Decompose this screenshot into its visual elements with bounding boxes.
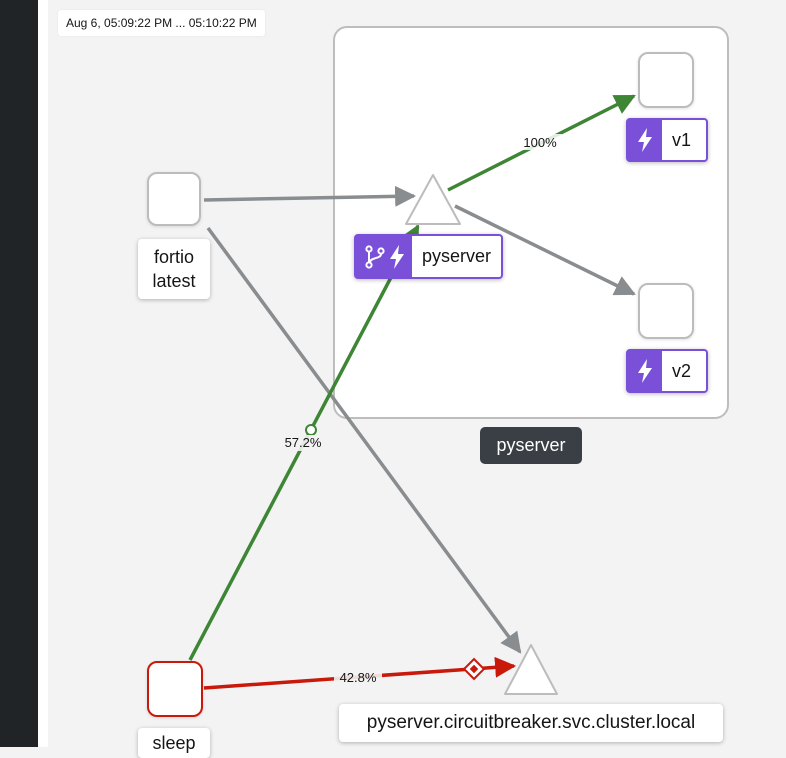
workload-entry-icon xyxy=(390,244,404,269)
pyserver-box-label: pyserver xyxy=(480,427,582,464)
fortio-app-name: fortio xyxy=(153,247,195,267)
edge-label-sleep-pyserver: 57.2% xyxy=(285,435,322,450)
fortio-label: fortio latest xyxy=(138,239,210,299)
v1-label: v1 xyxy=(626,118,708,162)
fortio-version: latest xyxy=(152,271,196,291)
v1-badge xyxy=(628,120,662,160)
v1-node[interactable] xyxy=(638,52,694,108)
virtual-service-icon xyxy=(365,244,385,269)
edge-traffic-dot xyxy=(305,424,317,436)
sleep-label: sleep xyxy=(138,728,210,758)
edge-label-sleep-circuitbreaker: 42.8% xyxy=(340,670,377,685)
edge-label-v1: 100% xyxy=(523,135,557,150)
workload-entry-icon xyxy=(638,359,652,383)
pyserver-badges xyxy=(356,236,412,277)
workload-entry-icon xyxy=(638,128,652,152)
pyserver-service-label: pyserver xyxy=(422,246,492,266)
pyserver-service-node[interactable] xyxy=(405,174,461,225)
time-range: Aug 6, 05:09:22 PM ... 05:10:22 PM xyxy=(58,10,265,36)
edge-fortio-pyserver[interactable] xyxy=(203,185,417,207)
fortio-node[interactable] xyxy=(147,172,201,226)
v2-version-label: v2 xyxy=(672,360,692,381)
pyserver-label: pyserver xyxy=(354,234,504,279)
nav-divider xyxy=(38,0,48,747)
v2-badge xyxy=(628,351,662,391)
v2-label: v2 xyxy=(626,349,708,393)
edge-pyserver-v2[interactable] xyxy=(454,204,636,296)
circuitbreaker-service-node[interactable] xyxy=(504,644,558,695)
circuit-breaker-icon xyxy=(462,657,486,681)
v2-node[interactable] xyxy=(638,283,694,339)
edge-fortio-circuitbreaker[interactable] xyxy=(206,226,522,654)
v1-version-label: v1 xyxy=(672,129,692,150)
circuitbreaker-service-label: pyserver.circuitbreaker.svc.cluster.loca… xyxy=(339,704,723,742)
left-nav-sidebar xyxy=(0,0,38,747)
sleep-node[interactable] xyxy=(147,661,203,717)
